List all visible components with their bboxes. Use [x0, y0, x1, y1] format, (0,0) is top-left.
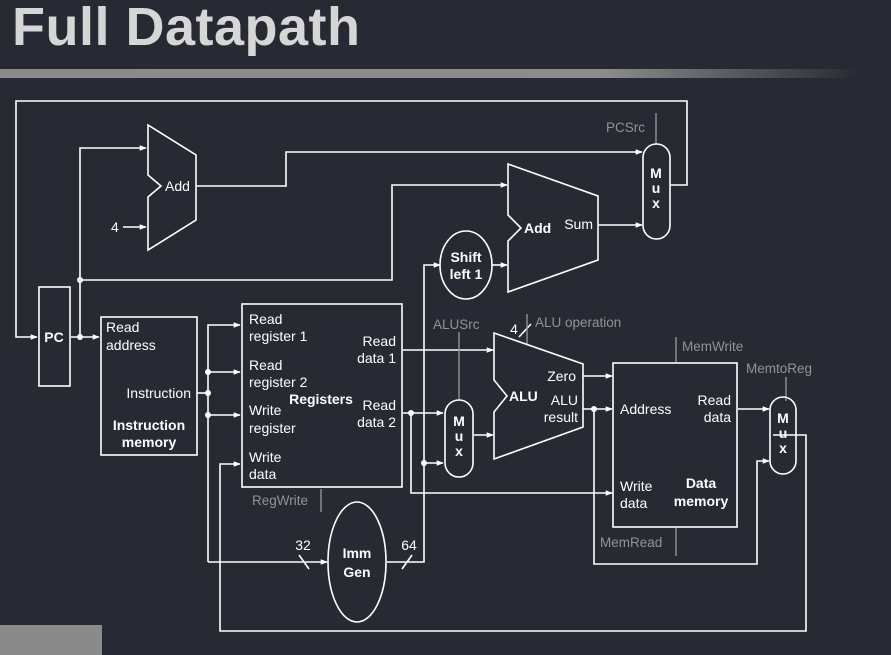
im-read-address-2: address: [106, 337, 156, 353]
dm-name-1: Data: [686, 475, 717, 491]
alu-result-2: result: [544, 409, 578, 425]
alu-operation-label: ALU operation: [535, 315, 621, 330]
pc-mux-x: x: [652, 195, 660, 211]
rf-write-reg-a: Write: [249, 402, 282, 418]
rf-read-reg1-b: register 1: [249, 328, 308, 344]
alu-unit: ALU Zero ALU result: [493, 331, 584, 461]
im-name-2: memory: [122, 434, 177, 450]
rf-name: Registers: [289, 391, 353, 407]
pcsrc-label: PCSrc: [606, 120, 645, 135]
memread-label: MemRead: [600, 535, 662, 550]
alu-op-width: 4: [510, 321, 518, 337]
pc-adder-label: Add: [165, 178, 190, 194]
alu-mux-m: M: [453, 413, 465, 429]
pc-adder: Add: [147, 123, 197, 252]
data-memory: Address Write data Read data Data memory: [612, 362, 738, 528]
memwrite-label: MemWrite: [682, 339, 743, 354]
alu-zero: Zero: [547, 368, 576, 384]
datapath-wires: [15, 100, 807, 632]
pc-mux-m: M: [650, 165, 662, 181]
dm-read-data-a: Read: [698, 392, 731, 408]
alu-mux-x: x: [455, 443, 463, 459]
memtoreg-mux: M u x: [769, 396, 797, 475]
pc-mux: M u x: [642, 143, 671, 240]
shift-left-label-2: left 1: [450, 266, 483, 282]
rf-read-reg2-a: Read: [249, 357, 282, 373]
rf-read-data1-b: data 1: [357, 350, 396, 366]
pc-register: PC: [38, 286, 71, 387]
title-underline: [0, 69, 860, 78]
shift-left-label-1: Shift: [450, 249, 481, 265]
constant-four: 4: [111, 219, 119, 235]
regwrite-label: RegWrite: [252, 493, 308, 508]
rf-write-data-b: data: [249, 466, 276, 482]
shift-left-unit: Shift left 1: [439, 230, 493, 300]
mem-mux-x: x: [779, 440, 787, 456]
instruction-memory: Read address Instruction Instruction mem…: [100, 316, 198, 456]
rf-write-reg-b: register: [249, 420, 296, 436]
dm-write-data-b: data: [620, 495, 647, 511]
rf-read-data1-a: Read: [363, 333, 396, 349]
imm-gen-label-1: Imm: [343, 545, 372, 561]
mem-mux-m: M: [777, 410, 789, 426]
rf-read-reg1-a: Read: [249, 311, 282, 327]
imm-out-width: 64: [401, 537, 417, 553]
im-name-1: Instruction: [113, 417, 185, 433]
control-signal-labels: PCSrc ALUSrc ALU operation MemWrite Memt…: [252, 120, 812, 550]
alu-result-1: ALU: [551, 392, 578, 408]
branch-adder-label: Add: [524, 220, 551, 236]
dm-address: Address: [620, 401, 671, 417]
alusrc-label: ALUSrc: [433, 317, 480, 332]
pc-label: PC: [44, 329, 63, 345]
branch-adder: Add Sum: [507, 162, 599, 294]
dm-write-data-a: Write: [620, 478, 653, 494]
imm-in-width: 32: [295, 537, 311, 553]
rf-write-data-a: Write: [249, 449, 282, 465]
slide-title: Full Datapath: [12, 0, 361, 57]
alu-mux-u: u: [455, 428, 464, 444]
rf-read-data2-b: data 2: [357, 414, 396, 430]
branch-adder-sum: Sum: [564, 216, 593, 232]
dm-read-data-b: data: [704, 409, 731, 425]
control-lines: [320, 113, 787, 556]
im-read-address-1: Read: [106, 319, 139, 335]
register-file: Read register 1 Read register 2 Write re…: [241, 303, 403, 488]
imm-gen: Imm Gen 32 64: [295, 501, 417, 623]
pc-mux-u: u: [652, 180, 661, 196]
dm-name-2: memory: [674, 493, 729, 509]
alu-label: ALU: [509, 388, 538, 404]
imm-gen-label-2: Gen: [343, 564, 370, 580]
im-instruction-label: Instruction: [126, 385, 191, 401]
mem-mux-u: u: [779, 425, 788, 441]
rf-read-data2-a: Read: [363, 397, 396, 413]
memtoreg-label: MemtoReg: [746, 361, 812, 376]
alu-mux: M u x: [444, 399, 474, 478]
rf-read-reg2-b: register 2: [249, 374, 308, 390]
